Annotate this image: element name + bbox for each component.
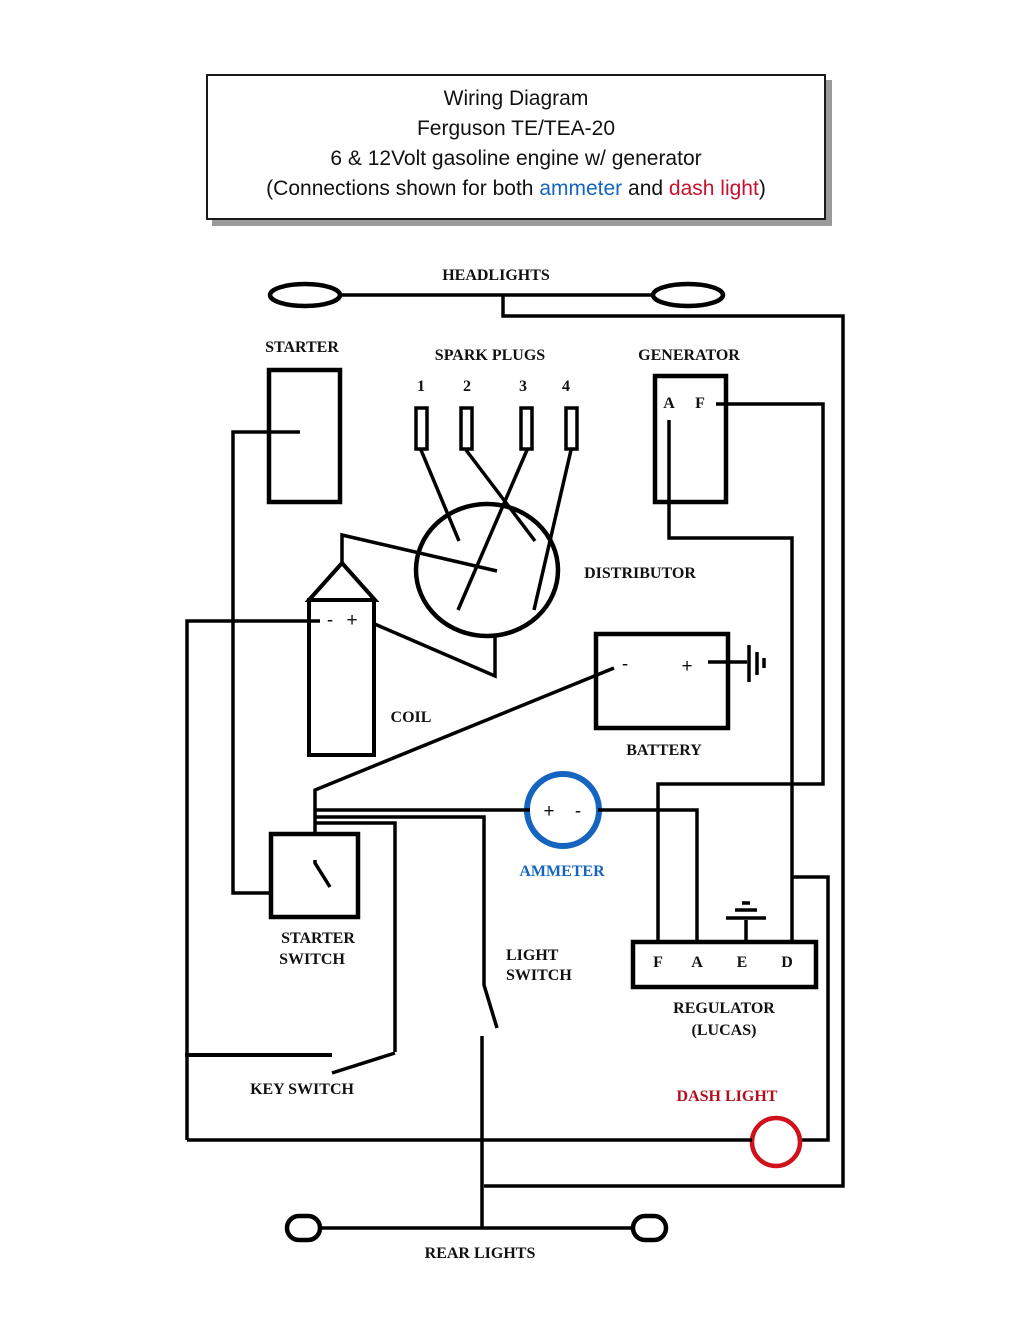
headlight-right <box>650 281 726 309</box>
dash-light-label: DASH LIGHT <box>677 1088 778 1105</box>
rear-lights: REAR LIGHTS <box>284 1213 669 1262</box>
regulator-label-line1: REGULATOR <box>673 1000 775 1017</box>
distributor-label: DISTRIBUTOR <box>584 565 696 582</box>
diagram-subtitle: 6 & 12Volt gasoline engine w/ generator <box>330 147 702 170</box>
battery-positive-terminal: + <box>681 656 692 677</box>
regulator-d-to-dashlight-wire <box>792 875 830 1142</box>
coil-label: COIL <box>391 709 432 726</box>
starter-switch: STARTER SWITCH <box>268 815 499 1052</box>
note-suffix: ) <box>758 177 766 200</box>
coil-positive-terminal: + <box>346 610 357 631</box>
battery: - + BATTERY <box>313 631 766 860</box>
spark-plugs-label: SPARK PLUGS <box>435 347 545 364</box>
headlights: HEADLIGHTS <box>267 267 845 1188</box>
spark-plug-3 <box>519 406 534 451</box>
dash-light-lamp <box>749 1115 803 1169</box>
headlight-feed-wire <box>484 295 845 1188</box>
battery-label: BATTERY <box>626 742 702 759</box>
distributor-to-coil-lt-wire <box>369 620 497 679</box>
battery-negative-terminal: - <box>622 654 628 675</box>
diagram-note: (Connections shown for both ammeter and … <box>208 174 824 204</box>
key-switch-feed-wire <box>315 821 397 1052</box>
diagram-model: Ferguson TE/TEA-20 <box>416 117 616 140</box>
coil-body <box>307 598 376 757</box>
plug-2-lead <box>464 448 537 543</box>
ammeter-positive-terminal: + <box>543 801 554 822</box>
light-switch-feed-wire <box>315 815 499 1029</box>
generator-a-wire <box>667 420 794 945</box>
headlight-left <box>267 281 343 309</box>
distributor-cap <box>413 501 561 639</box>
distributor: DISTRIBUTOR <box>340 501 696 679</box>
generator: GENERATOR A F <box>638 347 825 945</box>
key-switch-blade <box>331 1051 396 1075</box>
diagram-title: Wiring Diagram <box>443 87 589 110</box>
coil: - + COIL <box>185 559 432 1140</box>
spark-plug-4 <box>564 406 579 451</box>
regulator-terminal-f: F <box>653 954 663 971</box>
regulator-terminal-a: A <box>691 954 703 971</box>
starter: STARTER <box>231 339 343 895</box>
note-prefix: (Connections shown for both <box>266 177 540 200</box>
starter-switch-blade <box>313 860 332 888</box>
key-switch: KEY SWITCH <box>185 1051 396 1098</box>
ammeter-gauge <box>524 771 602 849</box>
light-switch: LIGHT SWITCH <box>480 947 572 1228</box>
generator-label: GENERATOR <box>638 347 740 364</box>
coil-negative-terminal: - <box>327 610 333 631</box>
regulator-terminal-e: E <box>737 954 748 971</box>
spark-plug-1 <box>414 406 429 451</box>
ammeter-label: AMMETER <box>519 863 605 880</box>
regulator-label-line2: (LUCAS) <box>692 1022 757 1039</box>
spark-plug-4-number: 4 <box>562 378 570 395</box>
regulator: F A E D REGULATOR (LUCAS) <box>630 875 830 1142</box>
coil-top <box>304 559 380 602</box>
title-box: Wiring Diagram Ferguson TE/TEA-20 6 & 12… <box>206 74 826 220</box>
generator-terminal-a: A <box>663 395 675 412</box>
spark-plugs: SPARK PLUGS 1 2 3 4 <box>414 347 579 611</box>
regulator-body <box>630 939 819 990</box>
rear-light-right <box>630 1213 669 1243</box>
starter-label: STARTER <box>265 339 339 356</box>
ammeter: + - AMMETER <box>315 771 699 945</box>
starter-body <box>266 367 343 505</box>
coil-negative-wire <box>185 619 320 1140</box>
spark-plug-2-number: 2 <box>463 378 471 395</box>
headlights-label: HEADLIGHTS <box>442 267 550 284</box>
coil-to-distributor-hv-wire <box>340 532 498 573</box>
starter-wire <box>231 430 300 895</box>
plug-1-lead <box>419 449 461 542</box>
spark-plug-1-number: 1 <box>417 378 425 395</box>
spark-plug-3-number: 3 <box>519 378 527 395</box>
plug-3-lead <box>456 449 529 611</box>
generator-body <box>652 373 729 505</box>
starter-switch-label-line1: STARTER <box>281 930 355 947</box>
battery-body <box>593 631 731 731</box>
starter-switch-body <box>268 831 361 920</box>
starter-switch-label-line2: SWITCH <box>279 951 345 968</box>
note-mid: and <box>622 177 669 200</box>
plug-4-lead <box>532 449 573 611</box>
light-switch-label-line1: LIGHT <box>506 947 559 964</box>
generator-f-wire <box>656 402 825 945</box>
ammeter-to-regulator-a-wire <box>598 808 699 945</box>
note-dashlight: dash light <box>668 177 759 200</box>
regulator-terminal-d: D <box>781 954 793 971</box>
note-ammeter: ammeter <box>539 177 623 200</box>
rear-light-left <box>284 1213 323 1243</box>
generator-terminal-f: F <box>695 395 705 412</box>
spark-plug-2 <box>459 406 474 451</box>
rear-lights-label: REAR LIGHTS <box>425 1245 536 1262</box>
ammeter-negative-terminal: - <box>575 801 581 822</box>
dash-light: DASH LIGHT <box>187 1088 803 1169</box>
key-switch-label: KEY SWITCH <box>250 1081 354 1098</box>
light-switch-label-line2: SWITCH <box>506 967 572 984</box>
